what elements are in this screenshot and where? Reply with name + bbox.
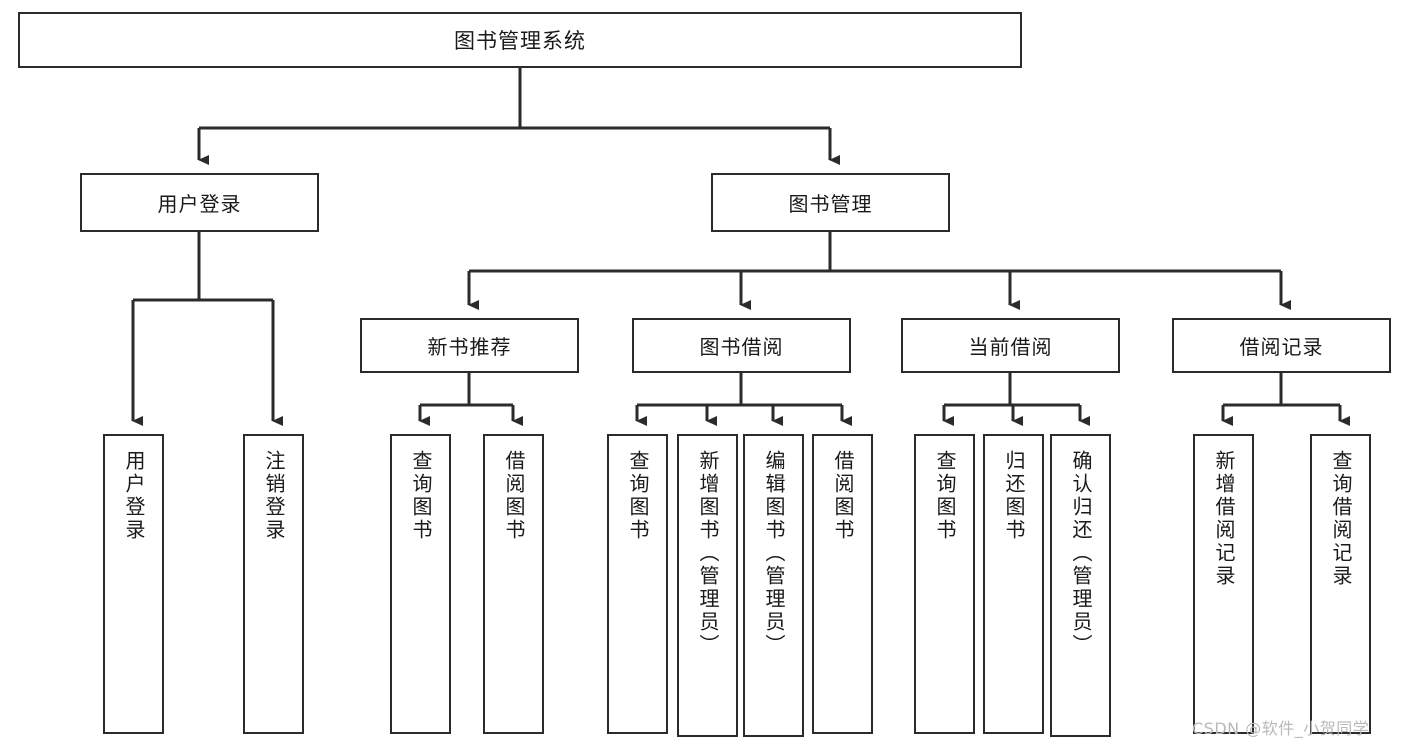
leaf-current-confirm-return-admin[interactable]: 确认归还（管理员） <box>1050 434 1111 737</box>
node-label: 图书管理 <box>788 192 873 216</box>
node-label: 图书借阅 <box>699 335 784 359</box>
leaf-borrow-edit-book-admin[interactable]: 编辑图书（管理员） <box>743 434 804 737</box>
node-new-book-recommend[interactable]: 新书推荐 <box>360 318 579 373</box>
leaf-user-login[interactable]: 用户登录 <box>103 434 164 734</box>
leaf-borrow-lend-book[interactable]: 借阅图书 <box>812 434 873 734</box>
leaf-record-add[interactable]: 新增借阅记录 <box>1193 434 1254 734</box>
node-user-login[interactable]: 用户登录 <box>80 173 319 232</box>
node-label: 查询图书 <box>626 450 650 542</box>
node-label: 编辑图书（管理员） <box>762 450 786 657</box>
node-label: 当前借阅 <box>968 335 1053 359</box>
node-root-system[interactable]: 图书管理系统 <box>18 12 1022 68</box>
node-label: 新书推荐 <box>427 335 512 359</box>
node-label: 图书管理系统 <box>454 29 586 53</box>
leaf-current-query-book[interactable]: 查询图书 <box>914 434 975 734</box>
node-book-borrow[interactable]: 图书借阅 <box>632 318 851 373</box>
leaf-borrow-query-book[interactable]: 查询图书 <box>607 434 668 734</box>
node-label: 注销登录 <box>262 450 286 542</box>
leaf-recommend-borrow-book[interactable]: 借阅图书 <box>483 434 544 734</box>
node-label: 用户登录 <box>122 450 146 542</box>
leaf-recommend-query-book[interactable]: 查询图书 <box>390 434 451 734</box>
leaf-current-return-book[interactable]: 归还图书 <box>983 434 1044 734</box>
node-label: 确认归还（管理员） <box>1069 450 1093 657</box>
node-label: 用户登录 <box>157 192 242 216</box>
leaf-user-logout[interactable]: 注销登录 <box>243 434 304 734</box>
leaf-borrow-add-book-admin[interactable]: 新增图书（管理员） <box>677 434 738 737</box>
node-book-management[interactable]: 图书管理 <box>711 173 950 232</box>
node-label: 查询图书 <box>933 450 957 542</box>
node-label: 查询图书 <box>409 450 433 542</box>
node-label: 查询借阅记录 <box>1329 450 1353 588</box>
node-borrow-record[interactable]: 借阅记录 <box>1172 318 1391 373</box>
node-label: 借阅图书 <box>831 450 855 542</box>
node-label: 归还图书 <box>1002 450 1026 542</box>
node-label: 新增借阅记录 <box>1212 450 1236 588</box>
node-label: 借阅记录 <box>1239 335 1324 359</box>
node-label: 借阅图书 <box>502 450 526 542</box>
leaf-record-query[interactable]: 查询借阅记录 <box>1310 434 1371 734</box>
node-label: 新增图书（管理员） <box>696 450 720 657</box>
node-current-borrow[interactable]: 当前借阅 <box>901 318 1120 373</box>
